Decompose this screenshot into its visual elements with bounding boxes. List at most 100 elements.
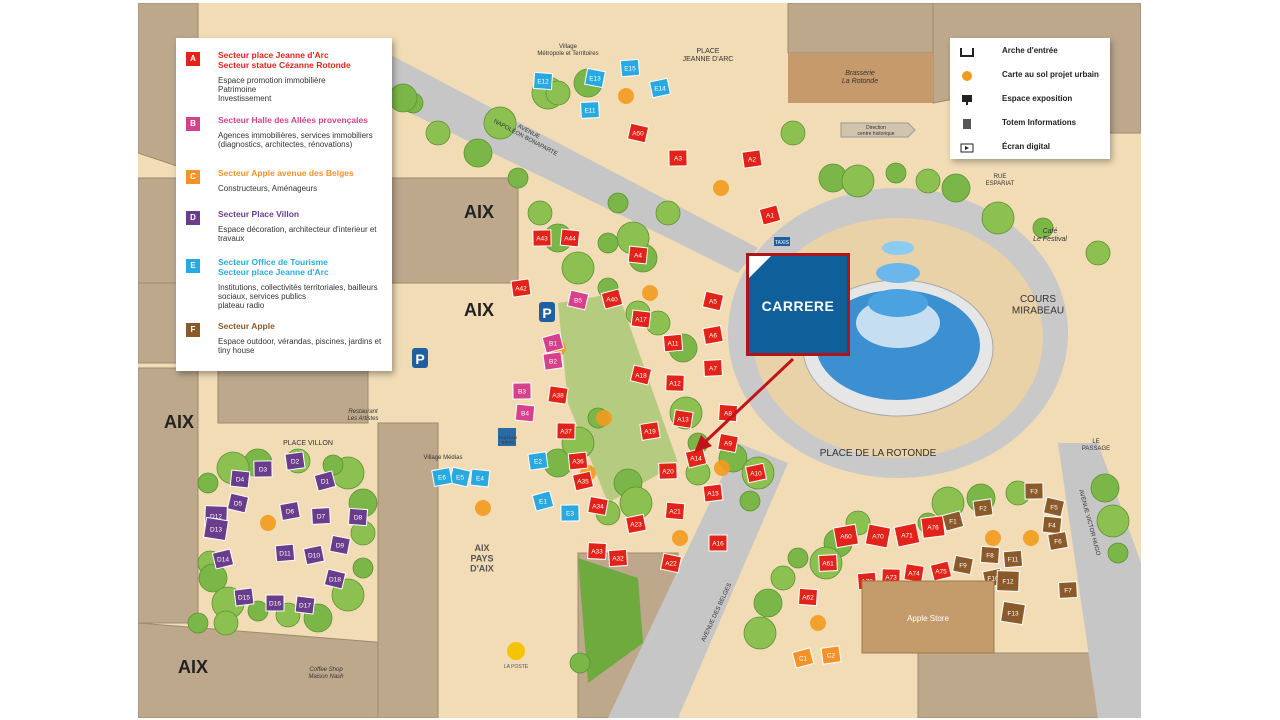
booth-e6[interactable]: E6 xyxy=(431,466,453,488)
booth-d2[interactable]: D2 xyxy=(284,451,306,471)
booth-b4[interactable]: B4 xyxy=(514,403,536,423)
booth-d18[interactable]: D18 xyxy=(323,568,347,590)
tree-icon xyxy=(483,106,517,140)
booth-e15[interactable]: E15 xyxy=(619,58,641,78)
booth-d1[interactable]: D1 xyxy=(313,470,337,492)
booth-e12[interactable]: E12 xyxy=(532,71,554,91)
booth-a43[interactable]: A43 xyxy=(532,229,552,247)
tree-icon xyxy=(352,557,374,579)
booth-d13[interactable]: D13 xyxy=(202,516,230,542)
booth-a11[interactable]: A11 xyxy=(662,333,684,353)
booth-a9[interactable]: A9 xyxy=(717,432,739,454)
booth-f2[interactable]: F2 xyxy=(972,498,994,518)
booth-c1[interactable]: C1 xyxy=(791,647,815,669)
booth-a33[interactable]: A33 xyxy=(587,542,607,560)
booth-f11[interactable]: F11 xyxy=(1002,549,1024,569)
booth-a61[interactable]: A61 xyxy=(818,554,838,572)
booth-d15[interactable]: D15 xyxy=(233,587,255,607)
booth-a22[interactable]: A22 xyxy=(659,552,683,574)
booth-a7[interactable]: A7 xyxy=(703,359,723,377)
booth-f3[interactable]: F3 xyxy=(1024,482,1044,500)
booth-a4[interactable]: A4 xyxy=(627,245,649,265)
booth-d5[interactable]: D5 xyxy=(226,492,250,514)
booth-a44[interactable]: A44 xyxy=(559,228,581,248)
booth-a3[interactable]: A3 xyxy=(668,149,688,167)
booth-a36[interactable]: A36 xyxy=(567,451,589,471)
tree-icon xyxy=(1096,504,1130,538)
booth-a16[interactable]: A16 xyxy=(708,534,728,552)
booth-a60[interactable]: A60 xyxy=(832,523,860,549)
booth-d9[interactable]: D9 xyxy=(329,534,351,556)
booth-a18[interactable]: A18 xyxy=(629,364,653,386)
booth-d10[interactable]: D10 xyxy=(302,544,326,566)
booth-e3[interactable]: E3 xyxy=(560,504,580,522)
booth-a1[interactable]: A1 xyxy=(758,204,782,226)
booth-a74[interactable]: A74 xyxy=(903,563,925,583)
tree-icon xyxy=(388,83,418,113)
booth-f12[interactable]: F12 xyxy=(996,570,1020,592)
booth-f1[interactable]: F1 xyxy=(941,510,965,532)
booth-d17[interactable]: D17 xyxy=(294,595,316,615)
booth-e14[interactable]: E14 xyxy=(648,77,672,99)
booth-a23[interactable]: A23 xyxy=(625,513,647,535)
booth-a40[interactable]: A40 xyxy=(600,288,624,310)
booth-e13[interactable]: E13 xyxy=(584,67,606,89)
booth-a21[interactable]: A21 xyxy=(664,501,686,521)
booth-a71[interactable]: A71 xyxy=(893,522,921,548)
booth-a14[interactable]: A14 xyxy=(684,447,708,469)
booth-d4[interactable]: D4 xyxy=(229,469,251,489)
booth-a75[interactable]: A75 xyxy=(929,560,953,582)
booth-a38[interactable]: A38 xyxy=(547,385,569,405)
booth-label: B4 xyxy=(521,411,529,418)
booth-a13[interactable]: A13 xyxy=(672,409,694,429)
booth-b5[interactable]: B5 xyxy=(566,289,590,311)
booths: A1A2A3A4A5A6A7A8A9A10A11A12A13A14A15A16A… xyxy=(202,58,1078,669)
booth-f9[interactable]: F9 xyxy=(952,554,974,576)
booth-d8[interactable]: D8 xyxy=(347,507,369,527)
booth-b1[interactable]: B1 xyxy=(541,332,565,354)
booth-f4[interactable]: F4 xyxy=(1041,515,1063,535)
booth-a2[interactable]: A2 xyxy=(741,149,763,169)
booth-f13[interactable]: F13 xyxy=(999,600,1027,626)
tree-icon xyxy=(1090,473,1120,503)
booth-a62[interactable]: A62 xyxy=(797,587,819,607)
booth-d16[interactable]: D16 xyxy=(265,594,285,612)
booth-a32[interactable]: A32 xyxy=(607,548,629,568)
booth-a37[interactable]: A37 xyxy=(556,422,576,440)
booth-a70[interactable]: A70 xyxy=(864,523,892,549)
booth-e4[interactable]: E4 xyxy=(469,468,491,488)
booth-e5[interactable]: E5 xyxy=(448,466,472,488)
booth-a5[interactable]: A5 xyxy=(701,290,725,312)
booth-a50[interactable]: A50 xyxy=(626,122,650,144)
booth-a17[interactable]: A17 xyxy=(630,309,652,329)
booth-a15[interactable]: A15 xyxy=(702,483,724,503)
booth-f7[interactable]: F7 xyxy=(1058,581,1078,599)
booth-d14[interactable]: D14 xyxy=(211,548,235,570)
booth-d11[interactable]: D11 xyxy=(274,543,296,563)
booth-a35[interactable]: A35 xyxy=(571,470,595,492)
booth-a76[interactable]: A76 xyxy=(920,515,946,539)
booth-a20[interactable]: A20 xyxy=(658,462,678,480)
booth-c2[interactable]: C2 xyxy=(820,645,842,665)
booth-e1[interactable]: E1 xyxy=(531,490,555,512)
booth-label: A20 xyxy=(662,469,674,476)
booth-f5[interactable]: F5 xyxy=(1042,496,1066,518)
booth-a12[interactable]: A12 xyxy=(665,374,685,392)
booth-a10[interactable]: A10 xyxy=(744,462,768,484)
booth-a6[interactable]: A6 xyxy=(702,324,724,346)
booth-b3[interactable]: B3 xyxy=(512,382,532,400)
tree-icon xyxy=(743,616,777,650)
carrere-callout[interactable]: CARRERE xyxy=(746,253,850,356)
booth-e2[interactable]: E2 xyxy=(527,451,549,471)
booth-d6[interactable]: D6 xyxy=(279,500,301,522)
booth-f6[interactable]: F6 xyxy=(1047,530,1069,552)
booth-e11[interactable]: E11 xyxy=(580,101,600,119)
booth-b2[interactable]: B2 xyxy=(542,351,564,371)
booth-d7[interactable]: D7 xyxy=(311,507,331,525)
booth-f8[interactable]: F8 xyxy=(979,545,1001,565)
booth-a34[interactable]: A34 xyxy=(587,495,609,517)
booth-d3[interactable]: D3 xyxy=(253,460,273,478)
booth-a42[interactable]: A42 xyxy=(510,278,532,298)
booth-a19[interactable]: A19 xyxy=(639,421,661,441)
